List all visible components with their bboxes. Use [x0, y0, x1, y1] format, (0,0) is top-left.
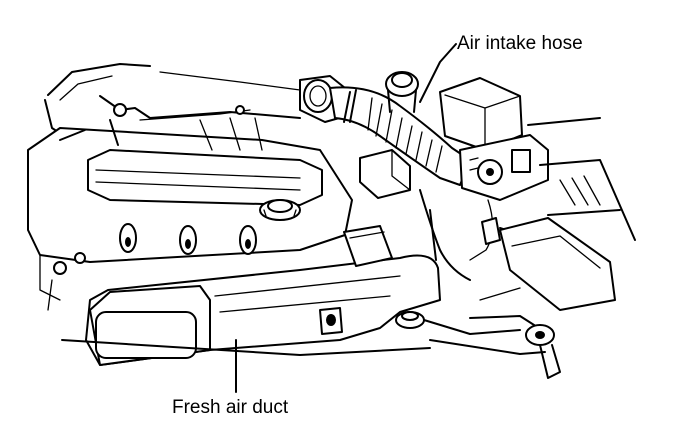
battery-tray [499, 217, 616, 311]
air-intake-hose [329, 86, 471, 186]
air-cleaner-housing [439, 77, 549, 201]
oil-filler-cap [259, 199, 301, 221]
air-intake-hose-label: Air intake hose [457, 33, 583, 54]
reservoir-cap [385, 71, 419, 113]
right-fender [527, 117, 636, 241]
leader-air-intake-hose [419, 43, 457, 103]
bracket-bolt [429, 287, 561, 379]
radiator-cap [395, 311, 521, 335]
sensor-box [359, 149, 411, 199]
fresh-air-duct-label: Fresh air duct [172, 397, 289, 418]
lower-frame [47, 279, 431, 356]
